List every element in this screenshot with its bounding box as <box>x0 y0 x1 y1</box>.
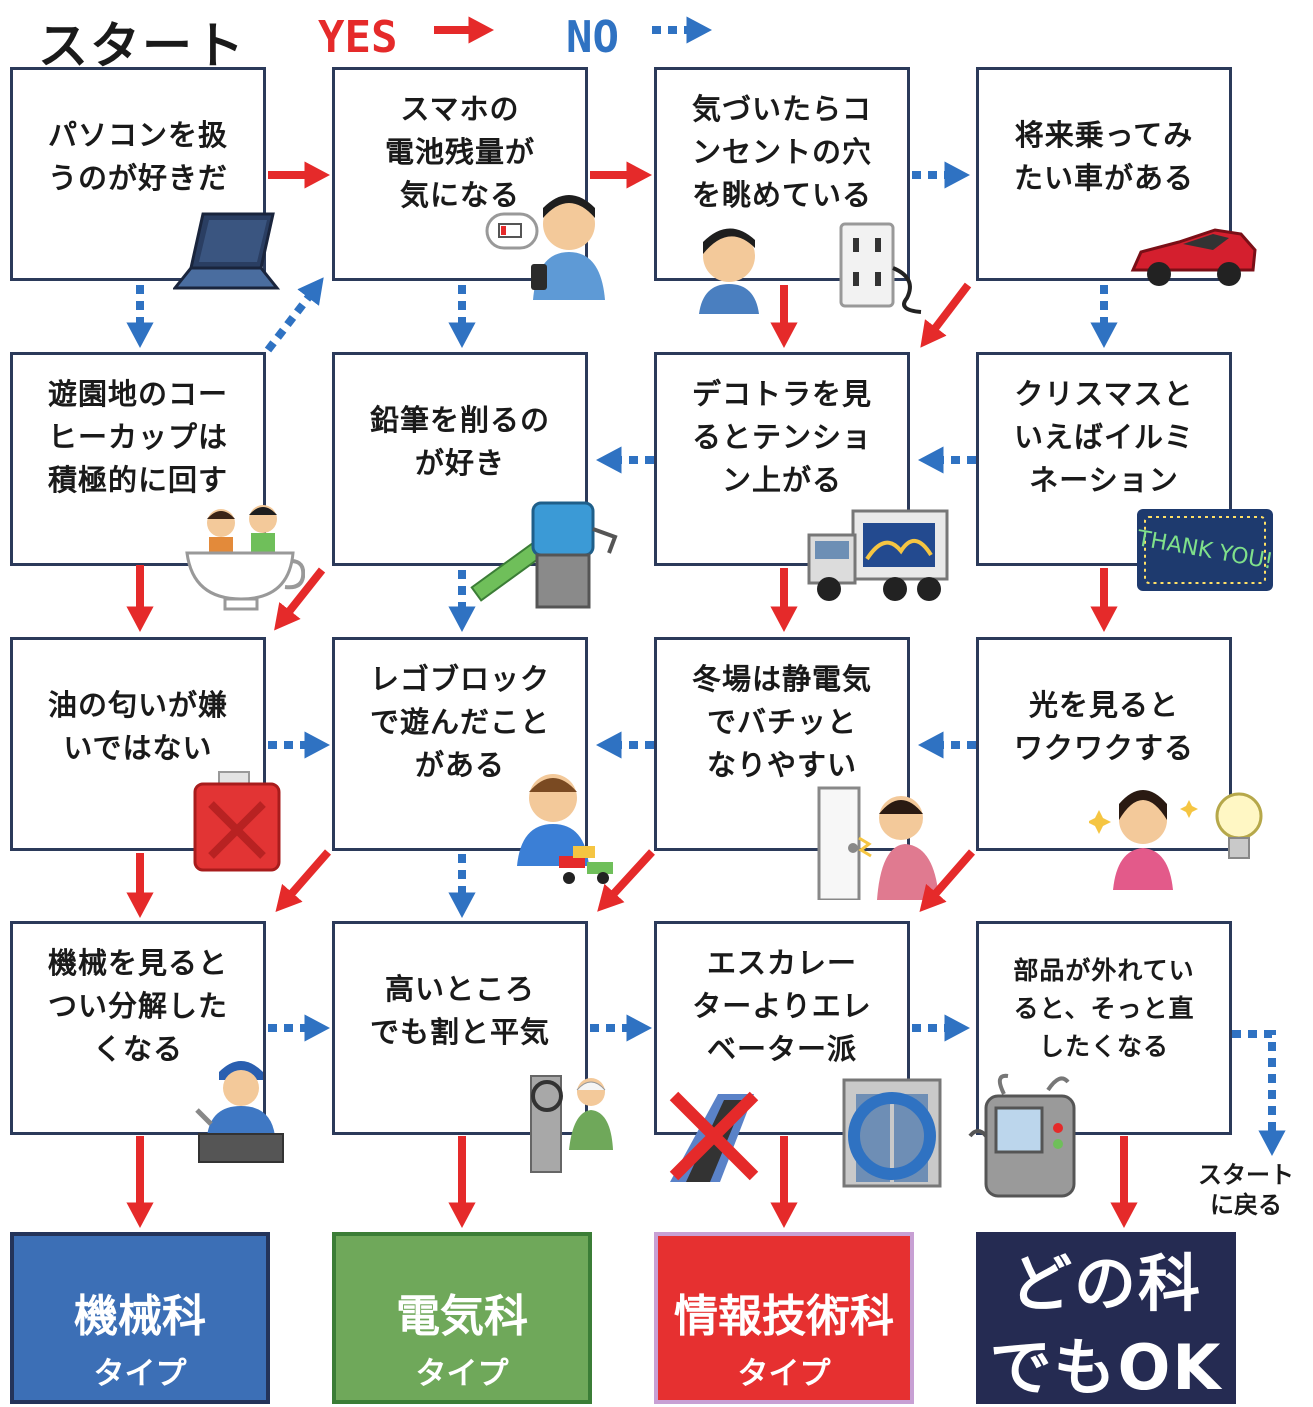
coffee-cup-ride-icon <box>185 505 305 611</box>
result-subtitle: タイプ <box>93 1356 187 1392</box>
question-box-3: 気づいたらコ ンセントの穴 を眺めている <box>654 67 922 314</box>
yes-arrow-11 <box>275 849 332 913</box>
decorated-truck-icon <box>807 509 949 601</box>
question-text: 鉛筆を削るの が好き <box>369 403 550 480</box>
robot-icon <box>968 1073 1076 1198</box>
no-arrow-4 <box>264 277 324 353</box>
yes-arrow-13 <box>919 849 976 913</box>
question-text: 光を見ると ワクワクする <box>1013 688 1194 765</box>
outlet-person-icon <box>699 222 922 314</box>
yes-arrow-12 <box>597 849 655 912</box>
mechanic-icon <box>195 1061 284 1163</box>
question-box-12: 光を見ると ワクワクする <box>976 637 1263 890</box>
question-box-9: 油の匂いが嫌 いではない <box>10 637 281 872</box>
question-box-4: 将来乗ってみ たい車がある <box>976 67 1257 286</box>
question-text: 機械を見ると つい分解した くなる <box>47 946 228 1066</box>
question-text: エスカレー ターよりエレ ベーター派 <box>692 946 872 1066</box>
static-shock-icon <box>817 786 939 900</box>
back-to-start-label: スタート に戻る <box>1198 1161 1294 1219</box>
pencil-sharpener-icon <box>470 501 618 609</box>
question-text: クリスマスと いえばイルミ ネーション <box>1013 377 1194 497</box>
question-box-13: 機械を見ると つい分解した くなる <box>10 921 284 1163</box>
oil-can-icon <box>193 771 281 872</box>
question-text: 油の匂いが嫌 いではない <box>47 688 228 765</box>
result-subtitle: タイプ <box>415 1356 509 1392</box>
result-any-dept: どの科 でもOK <box>976 1232 1236 1404</box>
question-box-8: クリスマスと いえばイルミ ネーション THANK YOU! <box>976 352 1275 591</box>
thank-you-illumination-icon: THANK YOU! <box>1135 509 1275 591</box>
question-text: 冬場は静電気 でバチッと なりやすい <box>691 662 872 782</box>
question-box-5: 遊園地のコー ヒーカップは 積極的に回す <box>10 352 305 611</box>
start-title: スタート <box>38 17 246 75</box>
lightbulb-girl-icon <box>1089 790 1263 890</box>
no-legend-label: NO <box>566 12 619 63</box>
question-box-10: レゴブロック で遊んだこと がある <box>332 637 613 884</box>
question-text: 部品が外れてい ると、そっと直 したくなる <box>1013 956 1195 1061</box>
question-box-11: 冬場は静電気 でバチッと なりやすい <box>654 637 939 900</box>
result-electric-dept: 電気科 タイプ <box>332 1232 592 1404</box>
question-box-2: スマホの 電池残量が 気になる <box>332 67 605 300</box>
yes-arrow-7 <box>274 567 326 631</box>
yes-arrow-6 <box>920 282 972 348</box>
result-info-tech-dept: 情報技術科 タイプ <box>654 1232 914 1404</box>
smartphone-person-icon <box>485 195 605 300</box>
result-subtitle: タイプ <box>737 1356 831 1392</box>
yes-legend-label: YES <box>318 12 398 63</box>
lego-boy-icon <box>517 774 613 884</box>
question-box-14: 高いところ でも割と平気 <box>332 921 613 1173</box>
question-text: スマホの 電池残量が 気になる <box>384 92 535 212</box>
question-text: 気づいたらコ ンセントの穴 を眺めている <box>691 92 872 212</box>
question-box-7: デコトラを見 るとテンショ ン上がる <box>654 352 949 601</box>
question-text: デコトラを見 るとテンショ ン上がる <box>691 377 872 497</box>
question-box-6: 鉛筆を削るの が好き <box>332 352 618 609</box>
result-title: 情報技術科 <box>674 1291 894 1342</box>
laptop-icon <box>173 212 281 290</box>
climber-icon <box>530 1075 613 1173</box>
result-title: 電気科 <box>396 1291 528 1342</box>
result-title: 機械科 <box>74 1291 206 1342</box>
escalator-elevator-icon <box>669 1078 942 1188</box>
result-machine-dept: 機械科 タイプ <box>10 1232 270 1404</box>
question-text: 将来乗ってみ たい車がある <box>1013 118 1194 195</box>
return-to-start-arrow <box>1232 1030 1286 1156</box>
result-title-line2: でもOK <box>989 1331 1223 1404</box>
question-text: 遊園地のコー ヒーカップは 積極的に回す <box>47 377 228 497</box>
result-title-line1: どの科 <box>1009 1247 1202 1320</box>
question-box-1: パソコンを扱 うのが好きだ <box>10 67 281 290</box>
question-text: パソコンを扱 うのが好きだ <box>47 118 228 195</box>
question-text: 高いところ でも割と平気 <box>369 972 550 1049</box>
sports-car-icon <box>1130 228 1257 286</box>
question-text: レゴブロック で遊んだこと がある <box>369 662 550 782</box>
